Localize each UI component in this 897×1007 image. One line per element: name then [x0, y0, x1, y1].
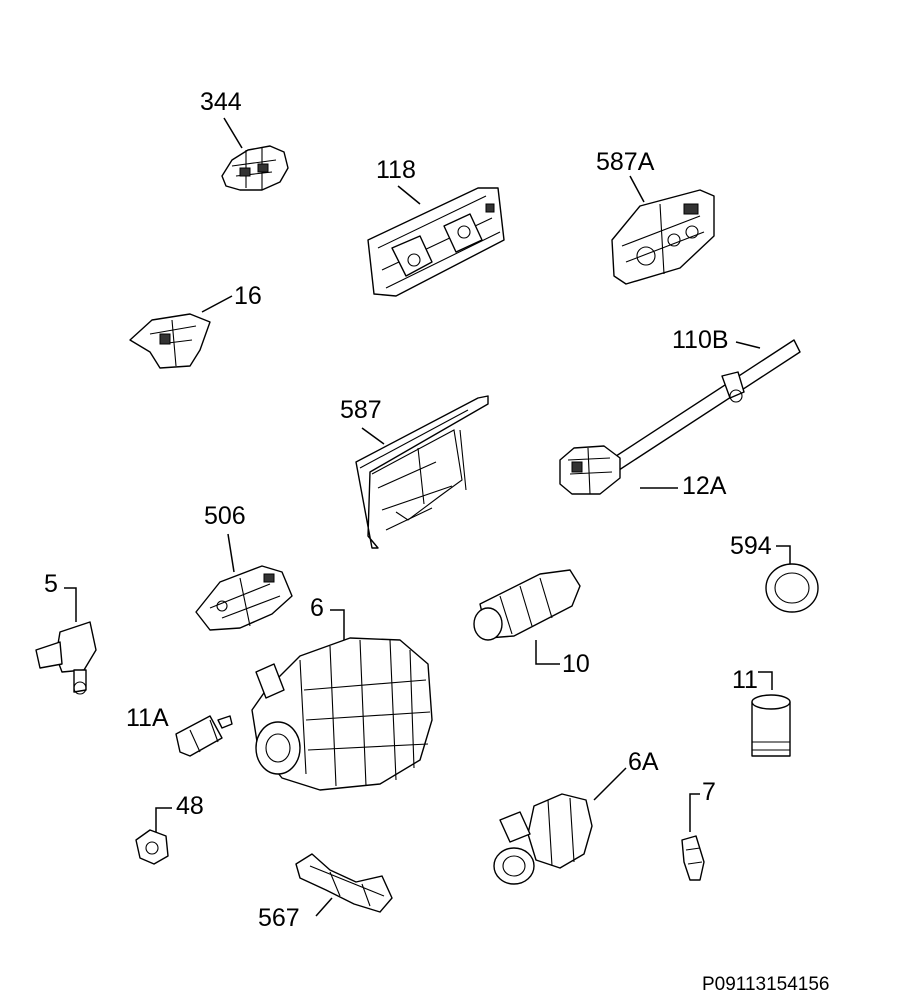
- part-118: 118: [367, 156, 505, 297]
- part-567: 567: [258, 853, 393, 932]
- label-6: 6: [310, 594, 324, 622]
- part-594: 594: [730, 532, 819, 613]
- label-11A: 11A: [126, 704, 169, 732]
- label-587: 587: [340, 396, 382, 424]
- part-7: 7: [681, 778, 716, 881]
- label-16: 16: [234, 282, 262, 310]
- label-5: 5: [44, 570, 58, 598]
- label-594: 594: [730, 532, 772, 560]
- part-587: 587: [340, 395, 489, 549]
- part-344: 344: [200, 88, 289, 191]
- part-10: 10: [473, 569, 590, 678]
- label-6A: 6A: [628, 748, 659, 776]
- label-7: 7: [702, 778, 716, 806]
- part-6: 6: [251, 594, 433, 791]
- part-5: 5: [35, 570, 97, 695]
- label-110B: 110B: [672, 326, 729, 354]
- label-10: 10: [562, 650, 590, 678]
- label-567: 567: [258, 904, 300, 932]
- drawing-reference: P09113154156: [702, 974, 830, 995]
- part-6A: 6A: [493, 748, 659, 885]
- label-12A: 12A: [682, 472, 727, 500]
- label-587A: 587A: [596, 148, 655, 176]
- label-11: 11: [732, 666, 758, 694]
- part-12A: 12A: [559, 445, 727, 500]
- part-587A: 587A: [596, 148, 715, 285]
- label-48: 48: [176, 792, 204, 820]
- part-16: 16: [129, 282, 262, 369]
- label-118: 118: [376, 156, 416, 184]
- part-110B: 110B: [609, 326, 801, 473]
- part-11: 11: [732, 666, 791, 757]
- part-48: 48: [135, 792, 204, 865]
- label-506: 506: [204, 502, 246, 530]
- label-344: 344: [200, 88, 242, 116]
- part-11A: 11A: [126, 704, 233, 757]
- part-506: 506: [195, 502, 293, 631]
